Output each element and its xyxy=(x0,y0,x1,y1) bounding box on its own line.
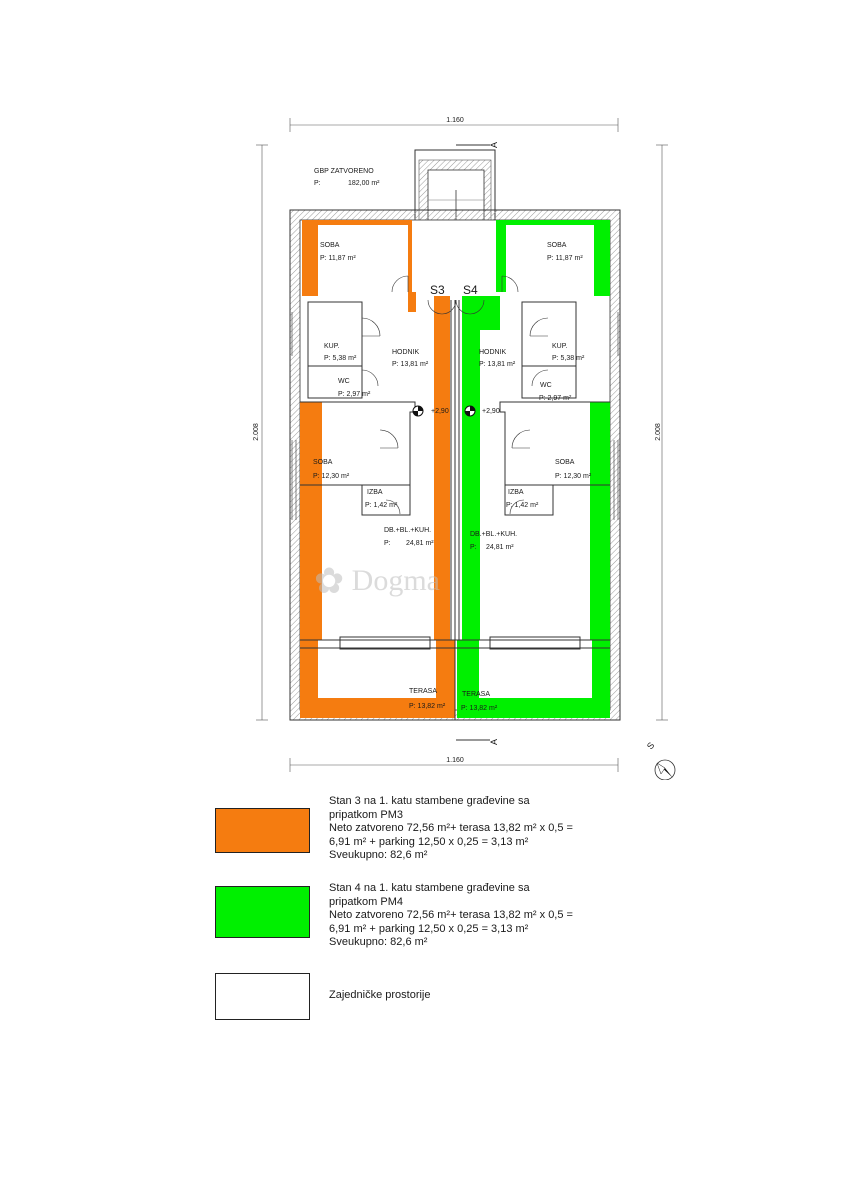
u4-room-hodnik-area: P: 13,81 m² xyxy=(479,361,516,368)
unit3-left-strip xyxy=(300,402,322,640)
unit4-bedroom-border xyxy=(496,220,610,296)
legend-line: 6,91 m² + parking 12,50 x 0,25 = 3,13 m² xyxy=(329,835,529,848)
u3-room-izba-area: P: 1,42 m² xyxy=(365,502,398,509)
u4-room-izba: IZBA xyxy=(508,489,524,496)
dim-left: 2.008 xyxy=(253,423,260,441)
legend-swatch-unit4 xyxy=(215,886,310,938)
u4-room-soba-area: P: 12,30 m² xyxy=(555,473,592,480)
legend-line: 6,91 m² + parking 12,50 x 0,25 = 3,13 m² xyxy=(329,922,529,935)
legend-text-unit3: Stan 3 na 1. katu stambene građevine sa … xyxy=(329,795,573,863)
u3-room-soba-top-area: P: 11,87 m² xyxy=(320,255,356,262)
u3-room-dnevni: DB.+BL.+KUH. xyxy=(384,527,431,534)
u4-room-kup-area: P: 5,38 m² xyxy=(552,355,585,362)
unit-3-area xyxy=(300,220,455,718)
u3-room-soba: SOBA xyxy=(313,459,333,466)
elevation-left: +2,90 xyxy=(431,408,449,415)
legend-swatch-unit3 xyxy=(215,808,310,853)
legend-text-common: Zajedničke prostorije xyxy=(329,989,431,1003)
legend-line: pripatkom PM4 xyxy=(329,895,403,908)
u4-room-dnevni-area: 24,81 m² xyxy=(486,544,514,551)
unit4-terrace-border xyxy=(457,698,610,718)
gbp-area: 182,00 m² xyxy=(348,180,380,187)
unit4-right-strip xyxy=(590,402,610,640)
u4-room-dnevni: DB.+BL.+KUH. xyxy=(470,531,517,538)
svg-text:A: A xyxy=(489,739,499,745)
u3-room-dnevni-prefix: P: xyxy=(384,540,391,547)
legend-text-unit4: Stan 4 na 1. katu stambene građevine sa … xyxy=(329,882,573,950)
dim-right: 2.008 xyxy=(655,423,662,441)
legend-line: pripatkom PM3 xyxy=(329,808,403,821)
u3-room-hodnik: HODNIK xyxy=(392,349,420,356)
interior-walls xyxy=(300,300,610,720)
u3-room-soba-area: P: 12,30 m² xyxy=(313,473,350,480)
u3-room-kup-area: P: 5,38 m² xyxy=(324,355,357,362)
legend-item-common: Zajedničke prostorije xyxy=(215,973,815,1021)
watermark-text: Dogma xyxy=(351,564,440,597)
u4-room-soba: SOBA xyxy=(555,459,575,466)
stair-label-s4: S4 xyxy=(463,283,478,297)
watermark-icon: ✿ xyxy=(314,561,345,601)
dimension-lines xyxy=(256,118,668,772)
unit4-corridor-strip xyxy=(462,296,480,640)
legend-line: Neto zatvoreno 72,56 m²+ terasa 13,82 m²… xyxy=(329,822,573,835)
unit-4-area xyxy=(457,220,610,718)
u3-room-izba: IZBA xyxy=(367,489,383,496)
legend-line: Neto zatvoreno 72,56 m²+ terasa 13,82 m²… xyxy=(329,909,573,922)
u4-room-soba-top-area: P: 11,87 m² xyxy=(547,255,583,262)
u3-room-terasa: TERASA xyxy=(409,688,437,695)
gbp-title: GBP ZATVORENO xyxy=(314,168,374,175)
u4-room-terasa-area: P: 13,82 m² xyxy=(461,705,498,712)
u4-room-wc: WC xyxy=(540,382,552,389)
legend-line: Stan 4 na 1. katu stambene građevine sa xyxy=(329,882,530,894)
section-marker-top: A xyxy=(456,142,499,148)
windows xyxy=(291,312,619,520)
legend-line: Sveukupno: 82,6 m² xyxy=(329,936,428,949)
u3-room-wc-area: P: 2,97 m² xyxy=(338,391,371,398)
watermark-logo: ✿ Dogma xyxy=(314,560,440,602)
u4-room-hodnik: HODNIK xyxy=(479,349,507,356)
unit3-corridor-strip xyxy=(434,296,450,640)
svg-text:A: A xyxy=(489,142,499,148)
u3-room-dnevni-area: 24,81 m² xyxy=(406,540,434,547)
gbp-prefix: P: xyxy=(314,180,321,187)
dim-top: 1.160 xyxy=(446,117,464,124)
unit3-terrace-border xyxy=(300,698,455,718)
dim-bottom: 1.160 xyxy=(446,757,464,764)
unit3-bedroom-border xyxy=(302,220,412,296)
legend-line: Zajedničke prostorije xyxy=(329,989,431,1001)
legend-line: Sveukupno: 82,6 m² xyxy=(329,849,428,862)
legend-item-unit3: Stan 3 na 1. katu stambene građevine sa … xyxy=(215,795,815,870)
u4-room-wc-area: P: 2,97 m² xyxy=(539,395,572,402)
u3-room-soba-top: SOBA xyxy=(320,242,340,249)
u3-room-hodnik-area: P: 13,81 m² xyxy=(392,361,429,368)
legend-line: Stan 3 na 1. katu stambene građevine sa xyxy=(329,795,530,807)
elevation-marker-left xyxy=(412,405,424,417)
u4-room-izba-area: P: 1,42 m² xyxy=(506,502,539,509)
u4-room-terasa: TERASA xyxy=(462,691,490,698)
u4-room-soba-top: SOBA xyxy=(547,242,567,249)
u4-room-dnevni-prefix: P: xyxy=(470,544,477,551)
door-swings xyxy=(361,275,549,515)
u3-room-kup: KUP. xyxy=(324,343,339,350)
floor-plan: 1.160 1.160 2.008 2.008 xyxy=(253,117,676,780)
north-arrow-icon xyxy=(654,759,676,780)
elevation-right: +2,90 xyxy=(482,408,500,415)
stair-label-s3: S3 xyxy=(430,283,445,297)
u3-room-wc: WC xyxy=(338,378,350,385)
u4-room-kup: KUP. xyxy=(552,343,567,350)
north-label: S xyxy=(645,740,657,751)
u3-room-terasa-area: P: 13,82 m² xyxy=(409,703,446,710)
legend-swatch-common xyxy=(215,973,310,1020)
legend-item-unit4: Stan 4 na 1. katu stambene građevine sa … xyxy=(215,882,815,957)
section-marker-bottom: A xyxy=(456,739,499,745)
elevation-marker-right xyxy=(464,405,476,417)
